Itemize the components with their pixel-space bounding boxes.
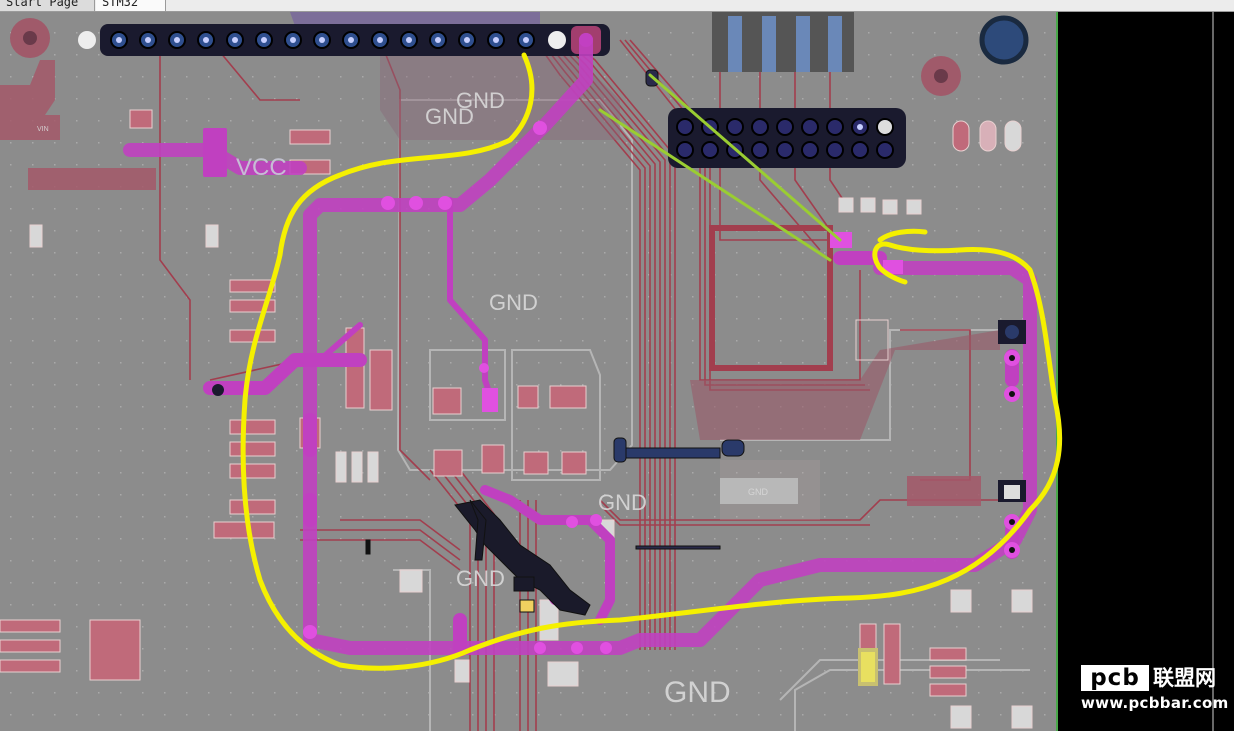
highlight-pad [858, 648, 878, 686]
pcb-canvas[interactable]: GND GND GND GND GND GND GND VCC VIN [0, 12, 1234, 731]
dual-row-header [668, 108, 906, 168]
tab-start-page[interactable]: Start Page [0, 0, 95, 11]
net-label-gnd: GND [456, 88, 505, 113]
pour-outlines [393, 99, 1030, 731]
net-label-gnd: GND [489, 290, 538, 315]
net-label-gnd: GND [456, 566, 505, 591]
net-label-gnd: GND [664, 676, 731, 709]
watermark-chinese-text: 联盟网 [1153, 666, 1216, 690]
watermark-logo-badge: pcb [1081, 665, 1149, 691]
vias [212, 121, 1026, 654]
watermark: pcb 联盟网 www.pcbbar.com [1075, 665, 1234, 731]
header-connector-top [78, 24, 610, 56]
smd-pads [0, 109, 1033, 729]
net-label-vcc: VCC [236, 154, 287, 181]
connector-pins [712, 12, 854, 72]
net-label-vin: VIN [37, 126, 49, 133]
net-label-gnd: GND [748, 487, 769, 497]
net-label-gnd: GND [425, 104, 474, 129]
document-tab-bar: Start Page STM32 [0, 0, 1234, 12]
gnd-pad-box [720, 478, 798, 504]
yellow-annotation-loop [240, 52, 1063, 671]
green-arrows [598, 73, 842, 262]
mounting-hole [979, 15, 1029, 65]
tab-stm32[interactable]: STM32 [96, 0, 166, 11]
watermark-url: www.pcbbar.com [1081, 694, 1229, 712]
net-label-gnd: GND [598, 490, 647, 515]
mcu-footprint [365, 69, 745, 616]
